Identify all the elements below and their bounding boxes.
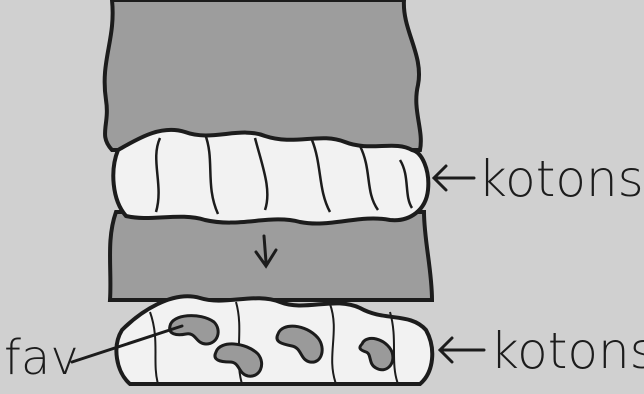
arrow-kotons-top: [434, 166, 474, 190]
shaft: [105, 0, 421, 150]
arrow-kotons-bottom: [440, 338, 484, 362]
label-kotons-bottom: kotons: [490, 322, 644, 380]
label-kotons-top: kotons: [478, 150, 644, 208]
label-fav: fav: [4, 330, 79, 386]
